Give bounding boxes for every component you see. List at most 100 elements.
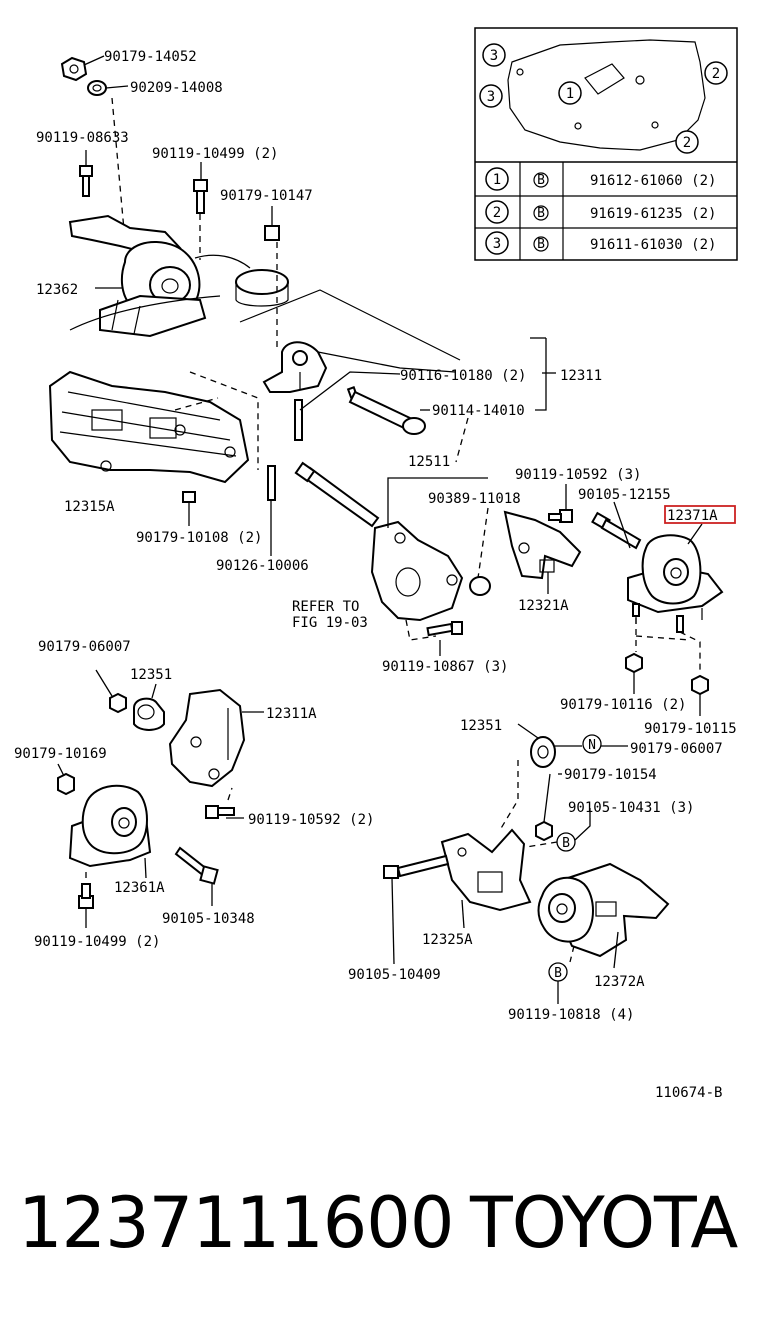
label-90119-10592-3: 90119-10592 (3) xyxy=(515,467,641,483)
b-marker-lower: B xyxy=(548,962,568,982)
label-90179-06007-left: 90179-06007 xyxy=(38,639,131,655)
bolt-90119-10499-bottom xyxy=(78,883,94,909)
n-marker: N xyxy=(582,734,602,754)
part-labels: 90179-14052 90209-14008 90119-08633 9011… xyxy=(14,49,737,1101)
label-12351-left: 12351 xyxy=(130,667,172,683)
inset-callout-2-right: 2 xyxy=(704,61,728,85)
label-90119-10592-2: 90119-10592 (2) xyxy=(248,812,374,828)
label-90179-10115: 90179-10115 xyxy=(644,721,737,737)
label-12325A: 12325A xyxy=(422,932,473,948)
nut-90179-10116 xyxy=(625,652,643,674)
bolt-long-left xyxy=(294,461,380,528)
label-90209-14008: 90209-14008 xyxy=(130,80,223,96)
label-90116-10180: 90116-10180 (2) xyxy=(400,368,526,384)
label-90179-10147: 90179-10147 xyxy=(220,188,313,204)
part-number-caption: 1237111600 xyxy=(18,1182,454,1264)
bushing-12351-left xyxy=(133,697,165,731)
nut-90179-14052 xyxy=(60,56,88,82)
bolt-90105-10348 xyxy=(174,846,219,885)
label-12372A: 12372A xyxy=(594,974,645,990)
label-refer-to: REFER TO xyxy=(292,599,359,615)
label-90179-06007-right: 90179-06007 xyxy=(630,741,723,757)
crossmember-12315A xyxy=(48,370,250,484)
bolt-90114-14010 xyxy=(346,386,426,435)
label-90105-10348: 90105-10348 xyxy=(162,911,255,927)
svg-text:B: B xyxy=(537,173,545,188)
inset-panel: 3 1 2 3 2 1 B 91612-61060 (2) 2 xyxy=(474,27,738,261)
washer-90209-14008 xyxy=(87,80,107,96)
svg-text:3: 3 xyxy=(490,48,498,64)
bolt-hole xyxy=(574,122,582,130)
stud-90126-10006 xyxy=(267,465,276,501)
bolt-90119-08633 xyxy=(79,165,93,197)
bracket-12311 xyxy=(262,341,328,393)
svg-text:B: B xyxy=(562,836,570,851)
engine-mount-12362 xyxy=(68,214,207,338)
label-90179-10116: 90179-10116 (2) xyxy=(560,697,686,713)
bolt-90105-12155 xyxy=(591,511,642,550)
bracket-12325A xyxy=(440,828,532,912)
label-90126-10006: 90126-10006 xyxy=(216,558,309,574)
svg-text:1: 1 xyxy=(493,172,501,188)
label-90179-10154: 90179-10154 xyxy=(564,767,657,783)
label-12361A: 12361A xyxy=(114,880,165,896)
label-90179-10108: 90179-10108 (2) xyxy=(136,530,262,546)
inset-row-1: 1 B 91612-61060 (2) xyxy=(485,167,716,191)
b-marker-upper: B xyxy=(556,832,576,852)
svg-text:B: B xyxy=(554,966,562,981)
inset-callout-3-top: 3 xyxy=(482,43,506,67)
bolt-hole xyxy=(651,121,659,129)
svg-text:1: 1 xyxy=(566,86,574,102)
inset-callout-1: 1 xyxy=(558,81,582,105)
label-12351-right: 12351 xyxy=(460,718,502,734)
nut-90179-06007-left xyxy=(109,692,127,714)
label-90119-08633: 90119-08633 xyxy=(36,130,129,146)
svg-text:91611-61030 (2): 91611-61030 (2) xyxy=(590,237,716,253)
cover-slot xyxy=(584,63,625,95)
bushing-12351-right xyxy=(530,736,556,768)
label-12311: 12311 xyxy=(560,368,602,384)
engine-mount-12372A xyxy=(537,862,670,958)
stud-upper xyxy=(294,399,303,441)
nut-90179-10169 xyxy=(57,772,75,796)
bolt-90105-10409 xyxy=(383,854,450,879)
nut-90179-10154 xyxy=(535,820,553,842)
bracket-12511 xyxy=(370,520,464,622)
engine-mount-12371A xyxy=(627,534,724,633)
diagram-ref-code: 110674-B xyxy=(655,1085,722,1101)
label-90119-10867: 90119-10867 (3) xyxy=(382,659,508,675)
nut-90179-10115 xyxy=(691,674,709,696)
bolt-hole xyxy=(516,68,524,76)
svg-text:91612-61060 (2): 91612-61060 (2) xyxy=(590,173,716,189)
svg-text:91619-61235 (2): 91619-61235 (2) xyxy=(590,206,716,222)
label-12311A: 12311A xyxy=(266,706,317,722)
svg-text:2: 2 xyxy=(493,205,501,221)
collar-90389-11018 xyxy=(469,576,491,596)
label-12371A: 12371A xyxy=(667,508,718,524)
engine-mount-12361A xyxy=(68,784,152,868)
svg-text:N: N xyxy=(588,738,596,753)
bolt-hole xyxy=(635,75,645,85)
label-90179-10169: 90179-10169 xyxy=(14,746,107,762)
label-fig-ref: FIG 19-03 xyxy=(292,615,368,631)
inset-row-3: 3 B 91611-61030 (2) xyxy=(485,231,716,255)
bolt-90119-10499-top xyxy=(193,179,208,214)
label-90105-10409: 90105-10409 xyxy=(348,967,441,983)
bracket-12321A xyxy=(503,510,582,580)
label-90114-14010: 90114-14010 xyxy=(432,403,525,419)
bolt-90119-10867 xyxy=(426,621,463,637)
bolt-90119-10592-2 xyxy=(205,805,235,819)
label-90389-11018: 90389-11018 xyxy=(428,491,521,507)
nut-90179-10147 xyxy=(264,225,280,241)
svg-text:3: 3 xyxy=(493,236,501,252)
svg-text:3: 3 xyxy=(487,89,495,105)
label-12321A: 12321A xyxy=(518,598,569,614)
label-12511: 12511 xyxy=(408,454,450,470)
inset-callout-2-bottom: 2 xyxy=(675,130,699,154)
label-12362: 12362 xyxy=(36,282,78,298)
svg-text:B: B xyxy=(537,206,545,221)
bolt-90119-10592-3 xyxy=(548,509,573,523)
label-90119-10818: 90119-10818 (4) xyxy=(508,1007,634,1023)
label-90119-10499-bottom: 90119-10499 (2) xyxy=(34,934,160,950)
